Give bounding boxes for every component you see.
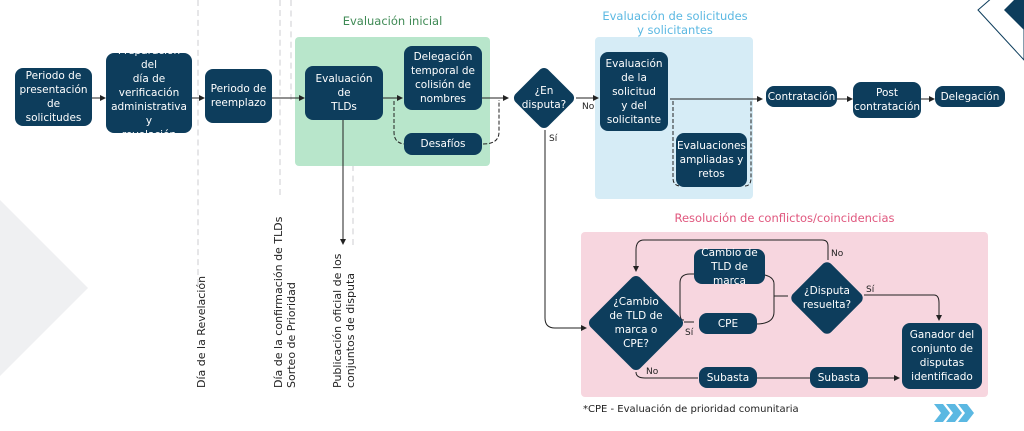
label-resolved-yes: Sí xyxy=(866,285,875,295)
decision-brand-or-cpe: ¿Cambio de TLD de marca o CPE? xyxy=(586,272,686,374)
decision-dispute-resolved-label: ¿Disputa resuelta? xyxy=(802,285,852,311)
node-contracting: Contratación xyxy=(766,86,837,107)
node-post-contracting: Post contratación xyxy=(853,82,921,118)
milestone-contention-sets: Publicación oficial de los conjuntos de … xyxy=(331,253,357,388)
node-extended-eval: Evaluaciones ampliadas y retos xyxy=(676,133,747,187)
region-contention-resolution-title: Resolución de conflictos/coincidencias xyxy=(674,211,895,225)
dashed-from-extended xyxy=(744,100,752,187)
node-cpe: CPE xyxy=(699,313,757,334)
milestone-reveal-day: Día de la Revelación xyxy=(195,275,208,388)
node-auction-1: Subasta xyxy=(699,367,757,388)
milestone-line-reveal xyxy=(197,0,199,285)
decision-brand-or-cpe-label: ¿Cambio de TLD de marca o CPE? xyxy=(609,296,663,350)
arrow-contention-yes xyxy=(544,130,587,331)
label-contention-yes: Sí xyxy=(549,134,558,144)
milestone-line-confirmation-b xyxy=(290,0,292,100)
node-name-collision: Delegación temporal de colisión de nombr… xyxy=(404,46,482,110)
label-contention-no: No xyxy=(582,102,595,112)
footnote-cpe: *CPE - Evaluación de prioridad comunitar… xyxy=(583,404,799,415)
node-application-applicant-eval: Evaluación de la solicitud y del solicit… xyxy=(600,52,668,131)
node-winner: Ganador del conjunto de disputas identif… xyxy=(902,323,982,389)
node-challenges: Desafíos xyxy=(404,133,482,155)
node-brand-tld-change: Cambio de TLD de marca xyxy=(694,247,765,287)
left-triangle-decoration xyxy=(0,200,88,376)
corner-outline-decoration xyxy=(977,0,1024,61)
label-resolved-no: No xyxy=(831,249,844,259)
arrow-resolved-yes xyxy=(864,294,942,321)
node-auction-2: Subasta xyxy=(810,367,868,388)
decision-in-contention-label: ¿En disputa? xyxy=(521,85,567,111)
line-to-auction-1 xyxy=(635,371,698,379)
label-brand-no: No xyxy=(646,367,659,377)
arrow-resolved-no xyxy=(633,239,829,272)
decision-in-contention: ¿En disputa? xyxy=(511,65,577,131)
region-application-evaluation-title: Evaluación de solicitudes y solicitantes xyxy=(602,9,748,37)
label-brand-yes: Sí xyxy=(685,328,694,338)
node-reveal-prep: Preparación del día de verificación admi… xyxy=(106,45,192,141)
milestone-line-contention xyxy=(352,165,354,245)
line-cpe-to-resolved xyxy=(755,296,775,325)
node-delegation: Delegación xyxy=(935,86,1005,107)
dashed-from-challenges xyxy=(482,100,500,145)
dashed-to-challenges xyxy=(393,101,407,145)
node-tld-evaluation: Evaluación de TLDs xyxy=(305,66,383,120)
corner-fill-decoration xyxy=(1004,0,1024,30)
region-initial-evaluation-title: Evaluación inicial xyxy=(342,14,443,28)
milestone-confirmation-day: Día de la confirmación de TLDs Sorteo de… xyxy=(272,216,298,388)
node-application-period: Periodo de presentación de solicitudes xyxy=(15,68,92,126)
decision-dispute-resolved: ¿Disputa resuelta? xyxy=(788,259,866,337)
node-replacement-period: Periodo de reemplazo xyxy=(205,69,272,123)
chevrons-icon xyxy=(934,404,974,422)
